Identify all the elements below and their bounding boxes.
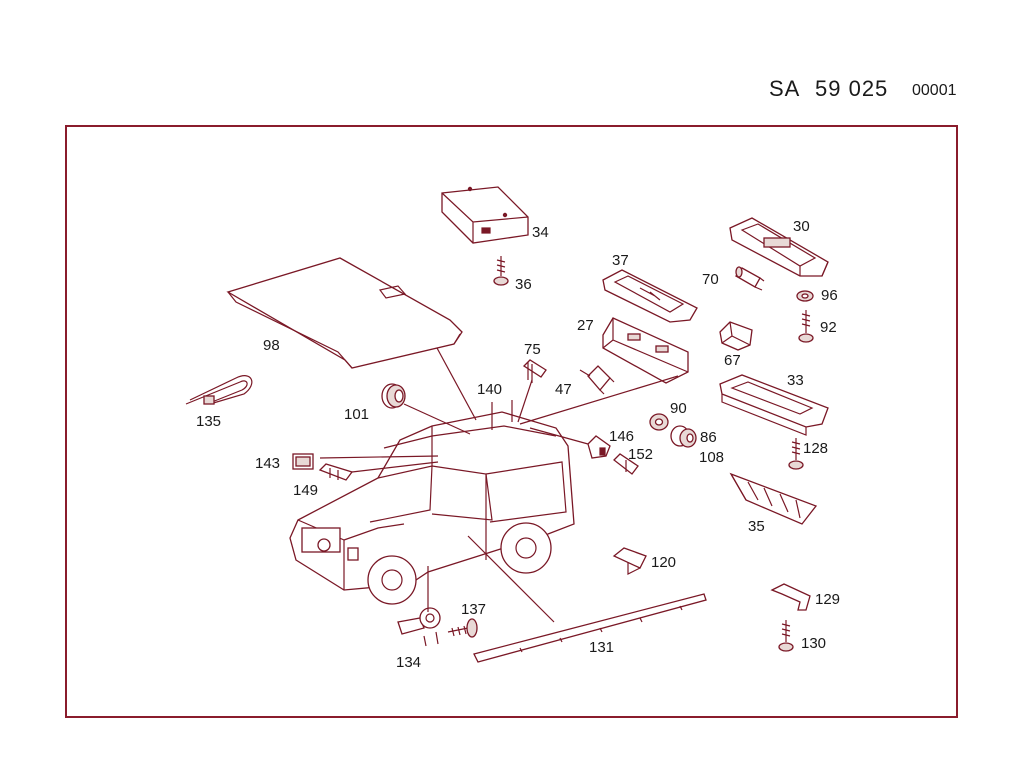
part-label-34[interactable]: 34: [532, 224, 549, 241]
diagram-code-prefix: SA: [769, 76, 801, 101]
part-36-drawing[interactable]: [493, 256, 509, 286]
part-label-101[interactable]: 101: [344, 406, 369, 423]
part-label-129[interactable]: 129: [815, 591, 840, 608]
part-27-drawing[interactable]: [602, 317, 689, 384]
part-label-27[interactable]: 27: [577, 317, 594, 334]
part-131-drawing[interactable]: [473, 593, 707, 663]
part-label-37[interactable]: 37: [612, 252, 629, 269]
part-137-drawing[interactable]: [447, 618, 478, 638]
part-label-149[interactable]: 149: [293, 482, 318, 499]
part-149-drawing[interactable]: [318, 463, 354, 481]
part-label-108[interactable]: 108: [699, 449, 724, 466]
leader-lines: [319, 347, 679, 623]
part-120-drawing[interactable]: [612, 547, 647, 575]
part-label-137[interactable]: 137: [461, 601, 486, 618]
part-label-120[interactable]: 120: [651, 554, 676, 571]
part-label-35[interactable]: 35: [748, 518, 765, 535]
part-128-drawing[interactable]: [788, 438, 804, 470]
part-label-146[interactable]: 146: [609, 428, 634, 445]
part-67-drawing[interactable]: [719, 321, 753, 351]
part-label-98[interactable]: 98: [263, 337, 280, 354]
part-130-drawing[interactable]: [778, 620, 794, 652]
part-label-128[interactable]: 128: [803, 440, 828, 457]
part-135-drawing[interactable]: [185, 375, 253, 405]
part-label-47[interactable]: 47: [555, 381, 572, 398]
part-75-drawing[interactable]: [522, 359, 547, 383]
part-label-135[interactable]: 135: [196, 413, 221, 430]
part-70-drawing[interactable]: [735, 266, 765, 291]
part-37-drawing[interactable]: [602, 269, 698, 323]
part-label-70[interactable]: 70: [702, 271, 719, 288]
part-label-96[interactable]: 96: [821, 287, 838, 304]
diagram-code-number: 59 025: [815, 76, 889, 101]
part-90-drawing[interactable]: [649, 413, 669, 431]
part-label-90[interactable]: 90: [670, 400, 687, 417]
part-35-drawing[interactable]: [729, 472, 818, 525]
part-98-drawing[interactable]: [226, 257, 463, 369]
diagram-frame: [65, 125, 958, 718]
part-label-134[interactable]: 134: [396, 654, 421, 671]
part-129-drawing[interactable]: [770, 583, 811, 611]
part-label-67[interactable]: 67: [724, 352, 741, 369]
part-label-152[interactable]: 152: [628, 446, 653, 463]
part-34-drawing[interactable]: [441, 186, 529, 244]
part-152-drawing[interactable]: [613, 453, 639, 475]
diagram-sheet-number: 00001: [912, 82, 957, 99]
vehicle-body-drawing: [289, 411, 575, 605]
part-label-36[interactable]: 36: [515, 276, 532, 293]
part-33-drawing[interactable]: [719, 374, 829, 436]
part-86-drawing[interactable]: [670, 425, 697, 448]
part-label-33[interactable]: 33: [787, 372, 804, 389]
header: SA 59 025 00001: [0, 0, 1024, 110]
part-30-drawing[interactable]: [729, 217, 829, 277]
part-101-drawing[interactable]: [381, 383, 406, 409]
part-label-130[interactable]: 130: [801, 635, 826, 652]
part-label-75[interactable]: 75: [524, 341, 541, 358]
part-96-drawing[interactable]: [796, 290, 814, 302]
part-label-143[interactable]: 143: [255, 455, 280, 472]
part-label-131[interactable]: 131: [589, 639, 614, 656]
part-label-92[interactable]: 92: [820, 319, 837, 336]
part-47-drawing[interactable]: [579, 365, 615, 395]
part-label-86[interactable]: 86: [700, 429, 717, 446]
part-label-30[interactable]: 30: [793, 218, 810, 235]
part-134-drawing[interactable]: [397, 607, 441, 647]
part-92-drawing[interactable]: [798, 310, 814, 343]
part-146-drawing[interactable]: [587, 435, 611, 459]
part-label-140[interactable]: 140: [477, 381, 502, 398]
part-143-drawing[interactable]: [292, 453, 314, 470]
